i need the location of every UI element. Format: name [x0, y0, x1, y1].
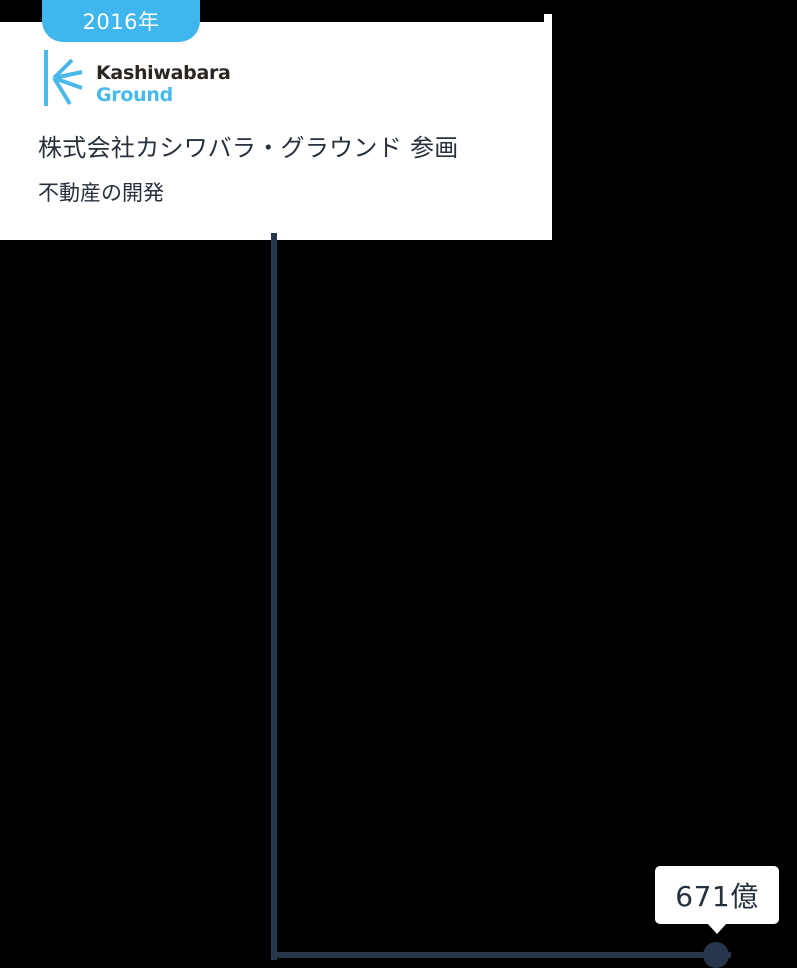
logo-text-kashiwabara: Kashiwabara	[96, 62, 231, 84]
kashiwabara-ground-logo: Kashiwabara Ground	[42, 48, 242, 110]
value-tooltip: 671億	[655, 866, 779, 934]
kashiwabara-logo-icon	[44, 50, 83, 106]
year-label: 2016年	[82, 10, 160, 34]
timeline-card	[0, 22, 552, 240]
logo-text-ground: Ground	[96, 84, 173, 106]
business-description: 不動産の開発	[38, 181, 164, 205]
card-notch	[544, 14, 552, 24]
year-badge: 2016年	[42, 0, 200, 42]
timeline-vertical-line	[271, 233, 277, 960]
value-amount: 671億	[675, 880, 759, 913]
company-name: 株式会社カシワバラ・グラウンド 参画	[38, 134, 459, 162]
timeline-end-dot	[703, 942, 729, 968]
timeline-horizontal-line	[271, 952, 731, 958]
